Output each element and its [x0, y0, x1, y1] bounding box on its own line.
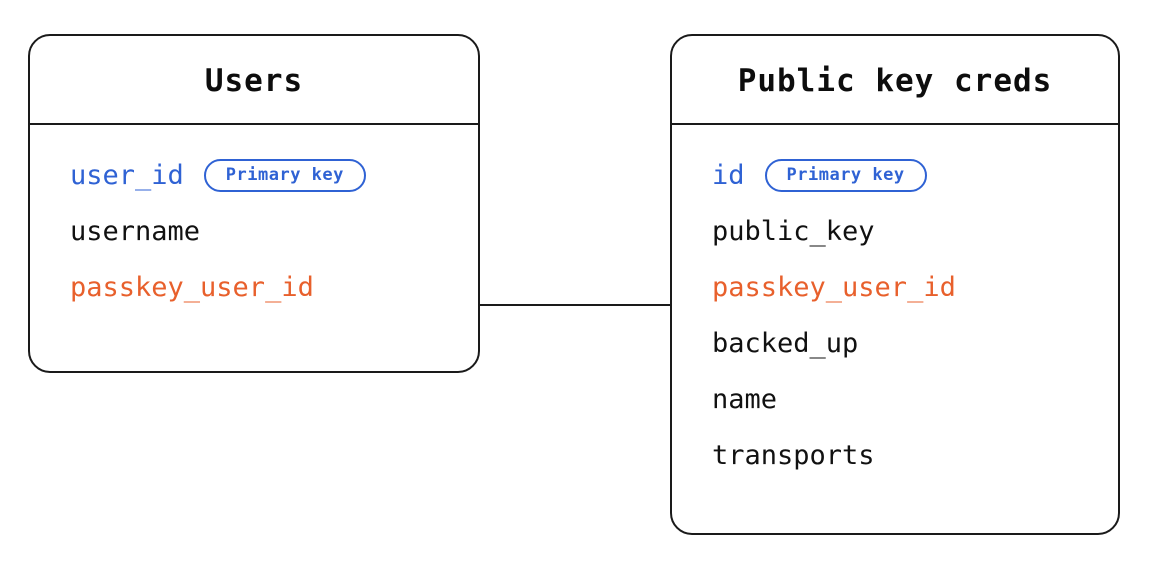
field-name-user-id: user_id	[70, 159, 184, 191]
entity-public-key-creds-field-list: id Primary key public_key passkey_user_i…	[672, 125, 1118, 483]
field-row[interactable]: backed_up	[712, 315, 1096, 371]
field-name-public-key: public_key	[712, 215, 875, 247]
entity-users-field-list: user_id Primary key username passkey_use…	[30, 125, 478, 315]
field-row[interactable]: username	[70, 203, 456, 259]
field-row[interactable]: id Primary key	[712, 147, 1096, 203]
field-row[interactable]: name	[712, 371, 1096, 427]
field-row[interactable]: passkey_user_id	[712, 259, 1096, 315]
entity-public-key-creds-title: Public key creds	[737, 63, 1053, 99]
primary-key-badge: Primary key	[203, 158, 366, 192]
entity-users-title: Users	[204, 63, 304, 99]
field-name-passkey-user-id: passkey_user_id	[712, 271, 956, 303]
relationship-connector-users-public-key-creds	[479, 304, 671, 306]
field-row[interactable]: public_key	[712, 203, 1096, 259]
entity-users-header-divider	[30, 123, 478, 125]
entity-public-key-creds[interactable]: Public key creds id Primary key public_k…	[670, 34, 1120, 535]
field-name-backed-up: backed_up	[712, 327, 859, 359]
primary-key-badge: Primary key	[764, 158, 927, 192]
field-name-passkey-user-id: passkey_user_id	[70, 271, 314, 303]
field-name-username: username	[70, 215, 201, 247]
field-row[interactable]: user_id Primary key	[70, 147, 456, 203]
field-name-id: id	[712, 159, 745, 191]
field-name-name: name	[712, 383, 778, 415]
field-row[interactable]: passkey_user_id	[70, 259, 456, 315]
field-row[interactable]: transports	[712, 427, 1096, 483]
entity-users[interactable]: Users user_id Primary key username passk…	[28, 34, 480, 373]
field-name-transports: transports	[712, 439, 875, 471]
entity-public-key-creds-header-divider	[672, 123, 1118, 125]
